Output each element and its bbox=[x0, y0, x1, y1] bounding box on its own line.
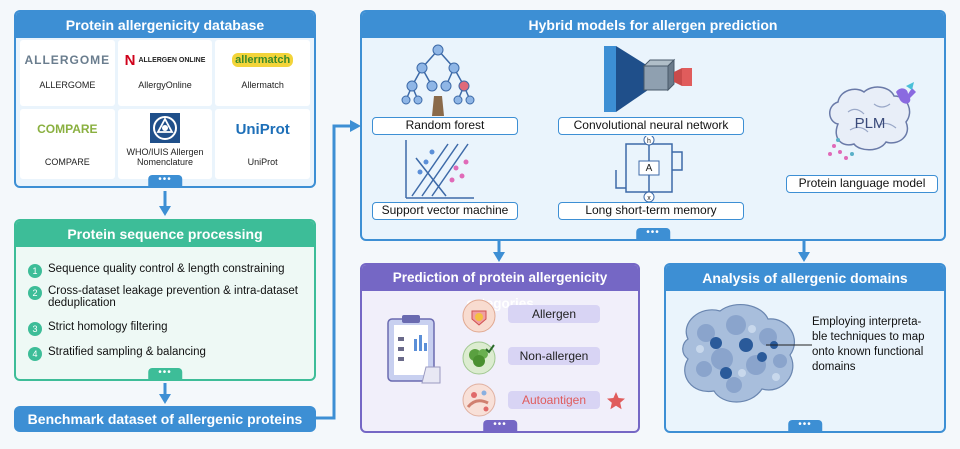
plm-logo-text: PLM bbox=[855, 115, 886, 132]
cnn-diagram-icon bbox=[604, 46, 692, 112]
compare-logo: COMPARE bbox=[37, 122, 98, 136]
connector-arrow-icon bbox=[316, 120, 361, 420]
uniprot-logo: UniProt bbox=[235, 120, 290, 138]
allermatch-logo: allermatch bbox=[232, 53, 294, 67]
who-iuis-emblem-icon bbox=[149, 113, 180, 143]
processing-step: 4 Stratified sampling & balancing bbox=[28, 346, 206, 361]
processing-title: Protein sequence processing bbox=[16, 221, 314, 247]
svm-label: Support vector machine bbox=[372, 202, 518, 220]
processing-step: 3 Strict homology filtering bbox=[28, 321, 168, 336]
panel-dots: ••• bbox=[636, 228, 670, 239]
plm-label: Protein language model bbox=[786, 175, 938, 193]
decision-tree-icon bbox=[401, 44, 475, 116]
benchmark-bar: Benchmark dataset of allergenic proteins bbox=[14, 406, 316, 432]
db-name: ALLERGOME bbox=[39, 80, 96, 90]
svm-plot-icon bbox=[405, 140, 474, 199]
processing-step: 1 Sequence quality control & length const… bbox=[28, 263, 285, 278]
db-who-iuis: WHO/IUIS Allergen Nomenclature bbox=[117, 109, 213, 179]
nebraska-n-icon: N bbox=[124, 51, 136, 69]
step-number: 1 bbox=[28, 264, 42, 278]
analysis-title: Analysis of allergenic domains bbox=[666, 265, 944, 291]
step-text: Sequence quality control & length constr… bbox=[48, 263, 285, 275]
panel-dots: ••• bbox=[483, 420, 517, 431]
autoantigen-cells-icon bbox=[462, 383, 496, 417]
models-panel: Hybrid models for allergen prediction Ra… bbox=[360, 10, 946, 241]
pointer-line-icon bbox=[766, 344, 812, 346]
down-arrow-icon bbox=[493, 241, 505, 262]
step-number: 2 bbox=[28, 286, 42, 300]
models-title: Hybrid models for allergen prediction bbox=[362, 12, 944, 38]
db-allermatch: allermatch Allermatch bbox=[215, 40, 310, 106]
lstm-x-label: x bbox=[647, 195, 651, 202]
db-allergyonline: N ALLERGEN ONLINE AllergyOnline bbox=[117, 40, 213, 106]
db-name: COMPARE bbox=[44, 157, 90, 167]
step-number: 4 bbox=[28, 347, 42, 361]
step-text: Stratified sampling & balancing bbox=[48, 346, 206, 358]
protein-structure-icon bbox=[682, 303, 795, 403]
brain-plm-icon: PLM bbox=[828, 82, 916, 160]
allergenonline-logo: ALLERGEN ONLINE bbox=[138, 56, 206, 64]
non-allergen-broccoli-icon bbox=[462, 341, 496, 375]
lstm-a-label: A bbox=[646, 163, 653, 174]
category-allergen: Allergen bbox=[508, 305, 600, 323]
db-name: AllergyOnline bbox=[138, 80, 192, 90]
random-forest-label: Random forest bbox=[372, 117, 518, 135]
step-text: Cross-dataset leakage prevention & intra… bbox=[48, 285, 298, 309]
prediction-title: Prediction of protein allergenicity cate… bbox=[362, 265, 638, 311]
analysis-description: Employing interpreta- ble techniques to … bbox=[812, 315, 944, 375]
step-number: 3 bbox=[28, 322, 42, 336]
category-autoantigen: Autoantigen bbox=[508, 391, 600, 409]
down-arrow-icon bbox=[159, 383, 171, 404]
cnn-label: Convolutional neural network bbox=[558, 117, 744, 135]
db-name: UniProt bbox=[247, 157, 278, 167]
lstm-h-label: h bbox=[647, 138, 651, 145]
star-icon bbox=[607, 392, 625, 410]
analysis-line: ble techniques to map bbox=[812, 331, 925, 343]
analysis-line: onto known functional bbox=[812, 346, 924, 358]
panel-dots: ••• bbox=[148, 368, 182, 379]
lstm-label: Long short-term memory bbox=[558, 202, 744, 220]
panel-dots: ••• bbox=[788, 420, 822, 431]
step-text: Strict homology filtering bbox=[48, 321, 168, 333]
db-name: WHO/IUIS Allergen Nomenclature bbox=[126, 147, 204, 167]
lstm-cell-icon: h A x bbox=[615, 136, 683, 203]
prediction-panel: Prediction of protein allergenicity cate… bbox=[360, 263, 640, 433]
processing-panel: Protein sequence processing 1 Sequence qu… bbox=[14, 219, 316, 381]
category-non-allergen: Non-allergen bbox=[508, 347, 600, 365]
db-name: Allermatch bbox=[241, 80, 284, 90]
db-allergome: ALLERGOME ALLERGOME bbox=[20, 40, 115, 106]
processing-step: 2 Cross-dataset leakage prevention & intr… bbox=[28, 285, 298, 309]
down-arrow-icon bbox=[159, 191, 171, 216]
down-arrow-icon bbox=[798, 241, 810, 262]
allergome-logo: ALLERGOME bbox=[24, 53, 111, 67]
database-panel: Protein allergenicity database ALLERGOME… bbox=[14, 10, 316, 188]
allergen-pollen-icon bbox=[462, 299, 496, 333]
db-uniprot: UniProt UniProt bbox=[215, 109, 310, 179]
benchmark-title: Benchmark dataset of allergenic proteins bbox=[27, 411, 303, 427]
analysis-panel: Analysis of allergenic domains Employing… bbox=[664, 263, 946, 433]
analysis-line: Employing interpreta- bbox=[812, 316, 922, 328]
db-compare: COMPARE COMPARE bbox=[20, 109, 115, 179]
database-title: Protein allergenicity database bbox=[16, 12, 314, 38]
panel-dots: ••• bbox=[148, 175, 182, 186]
clipboard-report-icon bbox=[387, 315, 441, 384]
analysis-line: domains bbox=[812, 361, 856, 373]
